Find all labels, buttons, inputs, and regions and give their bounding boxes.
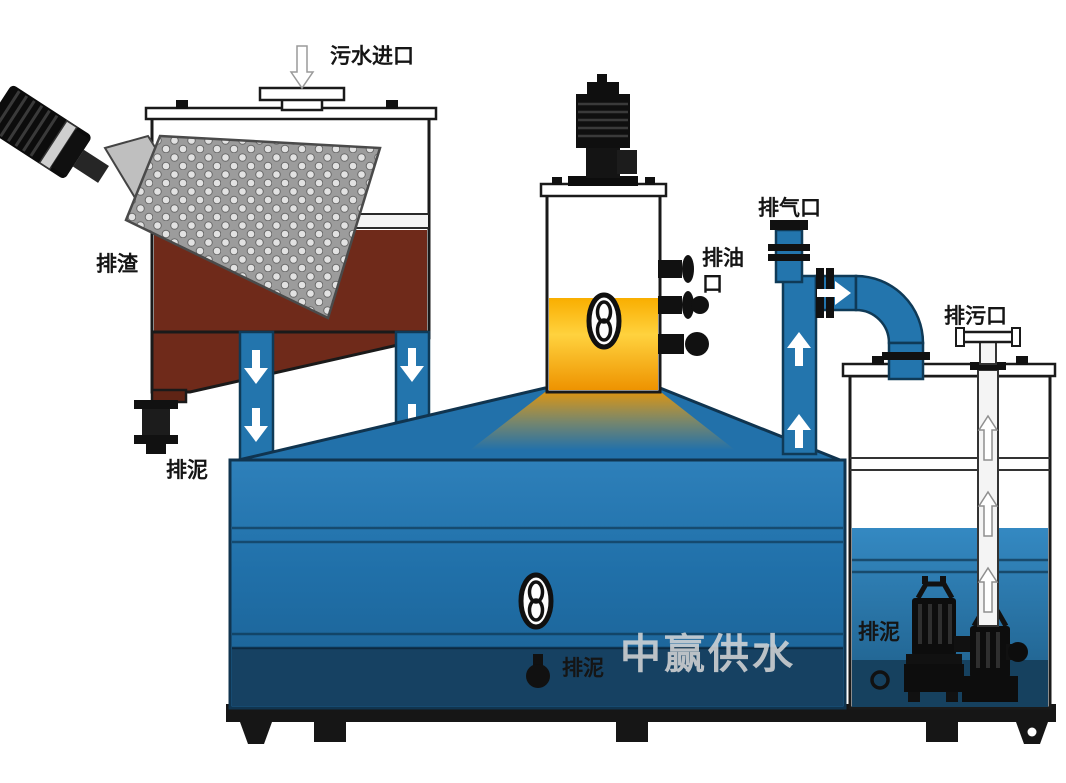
right-tank [841, 356, 1057, 710]
label-sludge-right: 排泥 [858, 621, 900, 644]
submersible-pump-left [904, 576, 980, 702]
oil-cylinder [539, 74, 709, 394]
cylinder-motor [568, 74, 638, 186]
label-oil-port: 排油口 [702, 247, 744, 297]
sludge-port-right [870, 670, 890, 690]
label-slag-discharge: 排渣 [96, 253, 138, 276]
submersible-pump-right [962, 609, 1028, 702]
sludge-valve-left [134, 400, 178, 454]
screen-motor [0, 85, 109, 183]
chain-emblem-cylinder [586, 292, 622, 350]
label-sewage-outlet: 排污口 [944, 305, 1007, 328]
sewage-inlet-nozzle [258, 45, 346, 112]
perforated-screen [124, 134, 382, 320]
watermark-text: 中赢供水 [620, 631, 796, 677]
label-sludge-left: 排泥 [166, 459, 208, 482]
main-tank [228, 386, 847, 710]
label-sludge-center: 排泥 [562, 657, 604, 680]
discharge-pipe [955, 327, 1021, 627]
sludge-drain-center [526, 654, 550, 688]
label-exhaust-port: 排气口 [758, 197, 821, 220]
left-screen-tank [0, 85, 438, 454]
label-sewage-inlet: 污水进口 [330, 45, 414, 68]
vent-elbow-pipe [768, 220, 930, 456]
chain-emblem-tank [518, 572, 554, 630]
base-frame [226, 704, 1056, 744]
oil-outlet-ports [658, 255, 709, 356]
inlet-arrow-icon [289, 45, 315, 90]
